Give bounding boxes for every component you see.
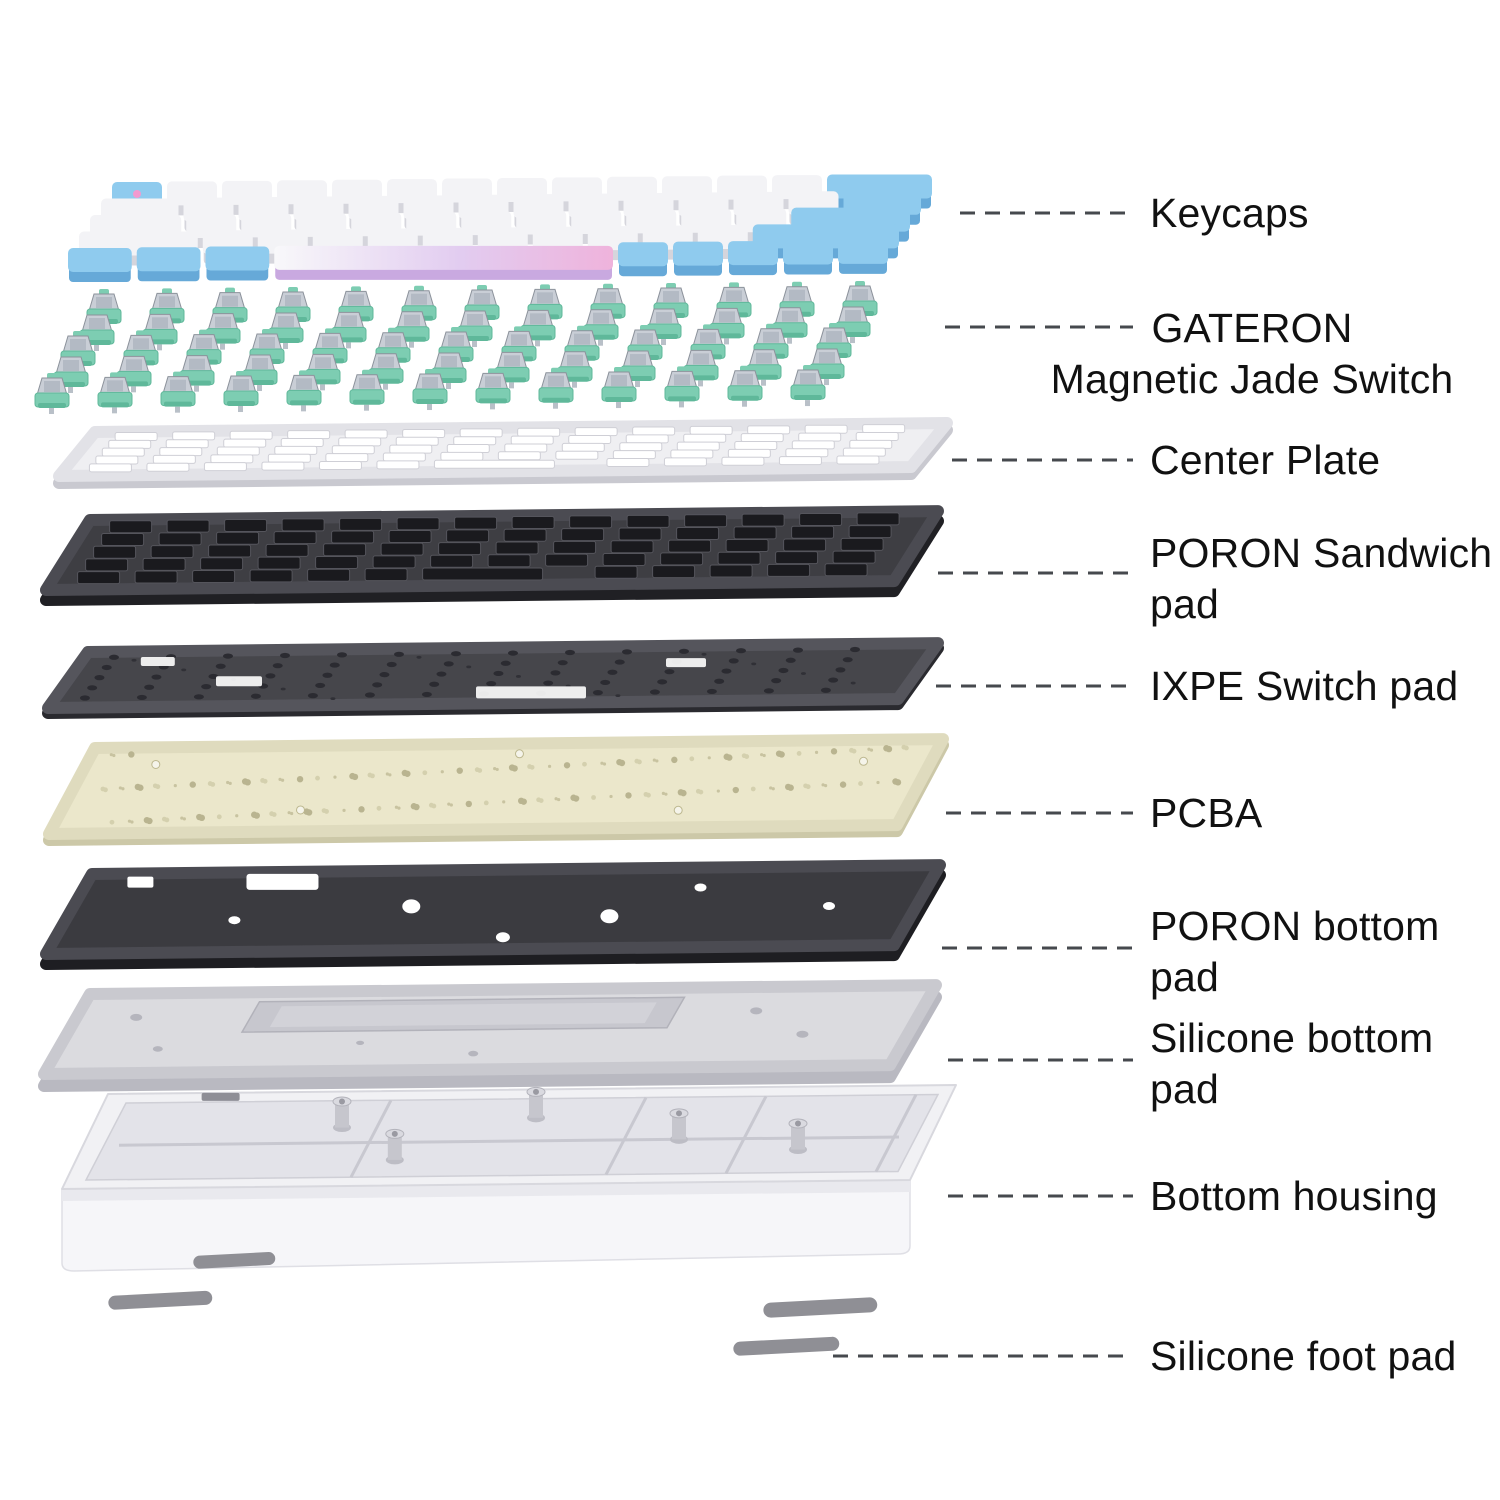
switches-layer [34,281,878,414]
silicone-bottom-pad-layer [38,979,942,1092]
label-silicone-bottom-pad: Silicone bottom pad [1150,1015,1434,1112]
label-poron-bottom-pad: PORON bottom pad [1150,903,1440,1000]
bottom-housing-layer [61,1084,957,1272]
poron-bottom-pad-layer [40,859,946,970]
silicone-foot-pads-layer [108,1252,878,1356]
label-bottom-housing: Bottom housing [1150,1173,1438,1219]
pcba-layer [43,733,949,846]
ixpe-switch-pad-layer [42,637,944,719]
label-poron-sandwich-pad: PORON Sandwich pad [1150,530,1493,627]
label-keycaps: Keycaps [1150,190,1309,236]
label-pcba: PCBA [1150,790,1263,836]
label-center-plate: Center Plate [1150,437,1381,483]
label-switches: GATERON Magnetic Jade Switch [1050,305,1454,402]
center-plate-layer [53,417,953,489]
keycaps-layer [68,174,932,282]
label-ixpe-switch-pad: IXPE Switch pad [1150,663,1459,709]
label-silicone-foot-pad: Silicone foot pad [1150,1333,1457,1379]
leader-lines [833,211,1133,1358]
poron-sandwich-pad-layer [40,505,944,606]
